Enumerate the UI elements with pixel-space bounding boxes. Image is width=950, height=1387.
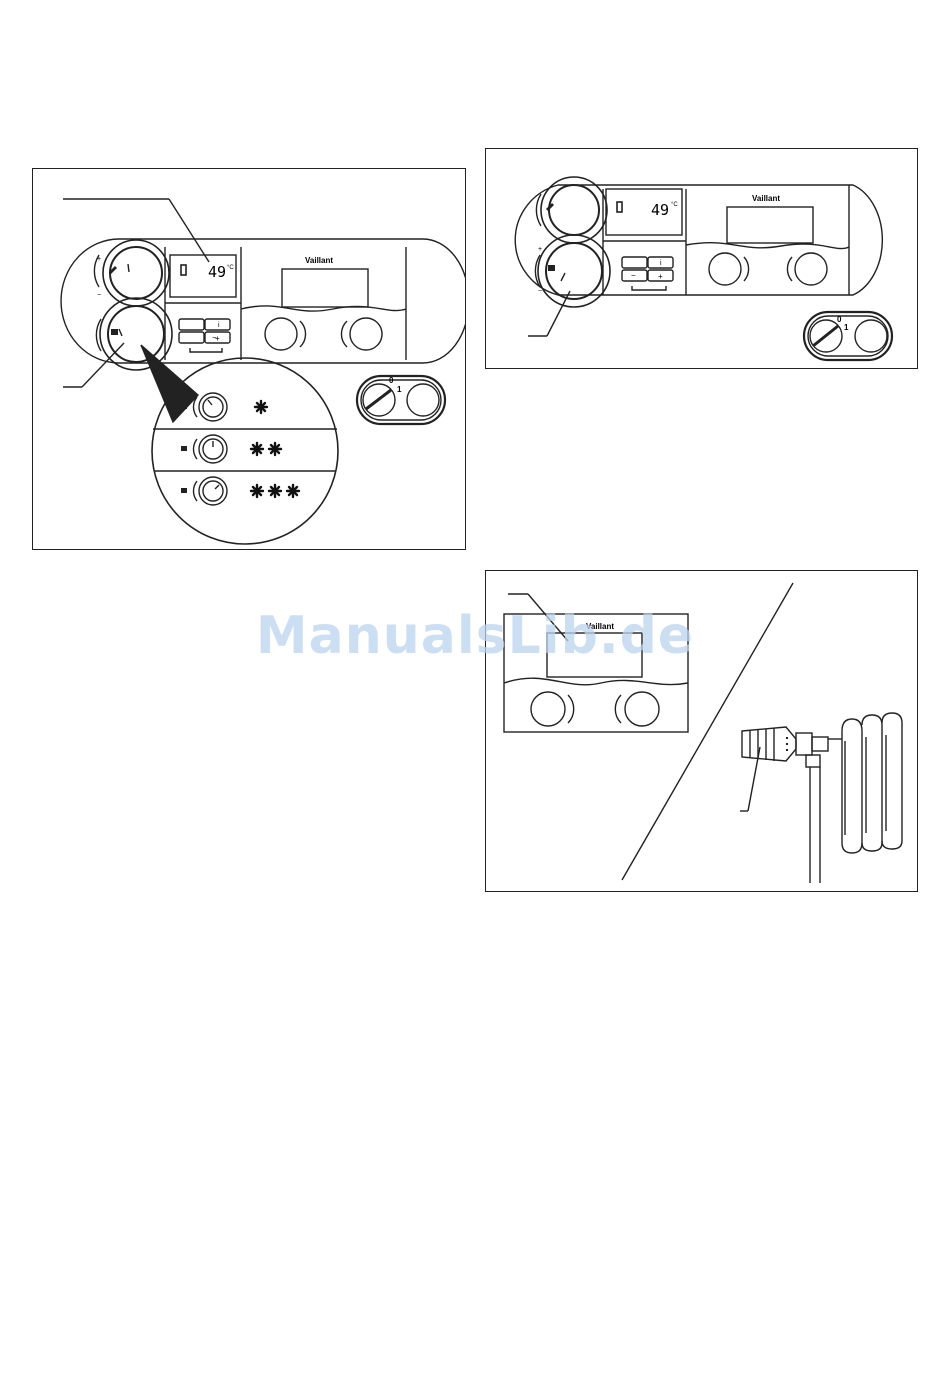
switch-off-label: 0 (837, 315, 842, 324)
brand-logo-text: Vaillant (586, 622, 614, 631)
info-button-label: i (660, 260, 662, 267)
figure-2: 49 °C Vaillant + − − + i 0 1 (485, 148, 918, 369)
callout-line-4b (528, 594, 568, 641)
intensity-symbols (251, 401, 299, 497)
figure-3: Vaillant (485, 570, 918, 892)
callout-line-1b (169, 199, 209, 262)
figure-1: 49 °C Vaillant + − − + i 0 1 (32, 168, 466, 550)
display-unit: °C (671, 202, 678, 208)
switch-off-label: 0 (389, 376, 394, 385)
plus-button-label: + (215, 334, 220, 343)
brand-logo-text: Vaillant (752, 194, 780, 203)
knob-minus-label: − (97, 292, 101, 299)
switch-on-label: 1 (844, 323, 849, 332)
display-temperature: 49 (208, 263, 226, 281)
info-button-label: i (218, 322, 220, 329)
knob-plus-label: + (97, 256, 101, 263)
display-unit: °C (227, 265, 234, 271)
figure-1-drawing: 49 °C Vaillant + − − + i 0 1 (33, 169, 465, 549)
figure-3-drawing: Vaillant (486, 571, 917, 891)
switch-on-label: 1 (397, 385, 402, 394)
knob-plus-label: + (538, 246, 542, 253)
display-temperature: 49 (651, 201, 669, 219)
brand-logo-text: Vaillant (305, 256, 333, 265)
figure-2-drawing: 49 °C Vaillant + − − + i 0 1 (486, 149, 917, 368)
plus-button-label: + (658, 272, 663, 281)
control-panel-outline (515, 185, 882, 295)
knob-minus-label: − (538, 288, 542, 295)
minus-button-label: − (631, 271, 636, 280)
